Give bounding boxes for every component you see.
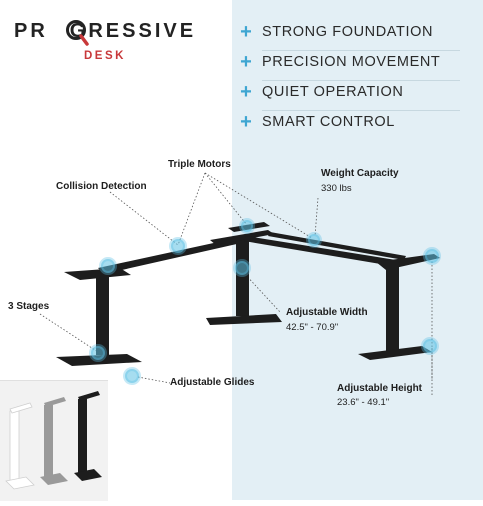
plus-icon: + (240, 51, 252, 73)
feature-label: STRONG FOUNDATION (262, 24, 434, 40)
plus-icon: + (240, 21, 252, 43)
feature-item: + PRECISION MOVEMENT (238, 48, 440, 76)
frame-color-thumbnails (5, 391, 102, 490)
weight-capacity-label: Weight Capacity (321, 168, 399, 179)
plus-icon: + (240, 81, 252, 103)
triple-motors-label: Triple Motors (168, 159, 231, 170)
brand-sub: DESK (84, 50, 126, 62)
feature-label: SMART CONTROL (262, 114, 395, 130)
collision-detection-label: Collision Detection (56, 181, 147, 192)
adjustable-height-value: 23.6" - 49.1" (337, 397, 390, 408)
weight-capacity-value: 330 lbs (321, 183, 352, 194)
color-variants[interactable] (0, 380, 108, 501)
adjustable-width-value: 42.5" - 70.9" (286, 322, 339, 333)
divider (262, 110, 460, 111)
adjustable-width-label: Adjustable Width (286, 307, 368, 318)
feature-item: + SMART CONTROL (238, 108, 395, 136)
feature-label: QUIET OPERATION (262, 84, 404, 100)
adjustable-glides-label: Adjustable Glides (170, 377, 255, 388)
feature-label: PRECISION MOVEMENT (262, 54, 441, 70)
feature-list: + STRONG FOUNDATION + PRECISION MOVEMENT… (232, 14, 483, 144)
adjustable-height-label: Adjustable Height (337, 383, 423, 394)
three-stages-label: 3 Stages (8, 301, 50, 312)
magnifier-o-icon (66, 20, 89, 46)
plus-icon: + (240, 111, 252, 133)
feature-item: + STRONG FOUNDATION (238, 18, 433, 46)
divider (262, 80, 460, 81)
feature-item: + QUIET OPERATION (238, 78, 403, 106)
divider (262, 50, 460, 51)
